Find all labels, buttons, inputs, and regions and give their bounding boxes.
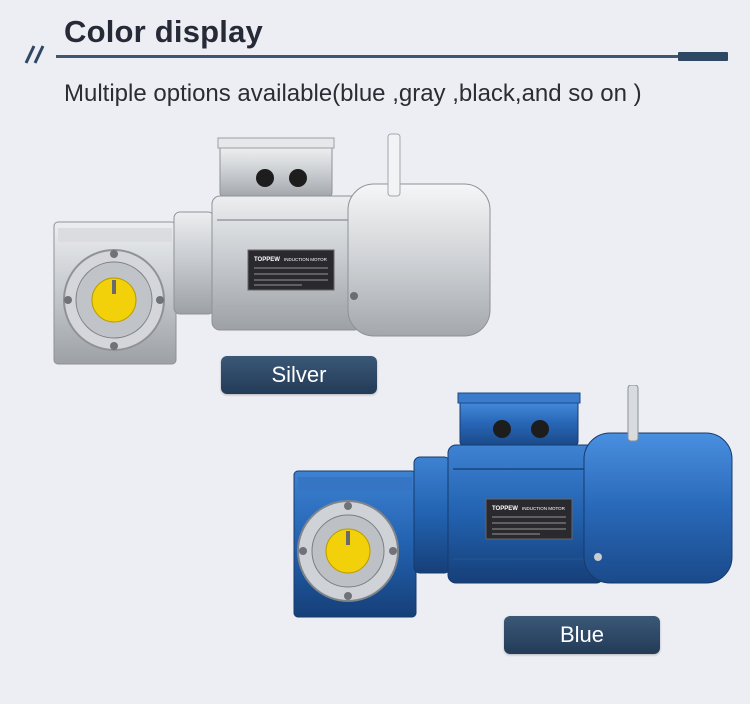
silver-nameplate-heading: INDUCTION MOTOR bbox=[284, 257, 328, 262]
double-slash-icon bbox=[24, 45, 45, 64]
title-underline-accent bbox=[678, 52, 728, 61]
blue-nameplate-heading: INDUCTION MOTOR bbox=[522, 506, 566, 511]
silver-motor-image: TOPPEW INDUCTION MOTOR bbox=[53, 133, 491, 365]
section-title: Color display bbox=[64, 14, 263, 49]
section-subtitle: Multiple options available(blue ,gray ,b… bbox=[64, 80, 642, 107]
blue-motor-image: TOPPEW INDUCTION MOTOR bbox=[293, 385, 733, 618]
blue-label-button[interactable]: Blue bbox=[504, 616, 660, 654]
silver-label-button[interactable]: Silver bbox=[221, 356, 377, 394]
blue-nameplate-brand: TOPPEW bbox=[492, 506, 518, 512]
silver-nameplate-brand: TOPPEW bbox=[254, 257, 280, 263]
title-underline bbox=[56, 55, 728, 58]
